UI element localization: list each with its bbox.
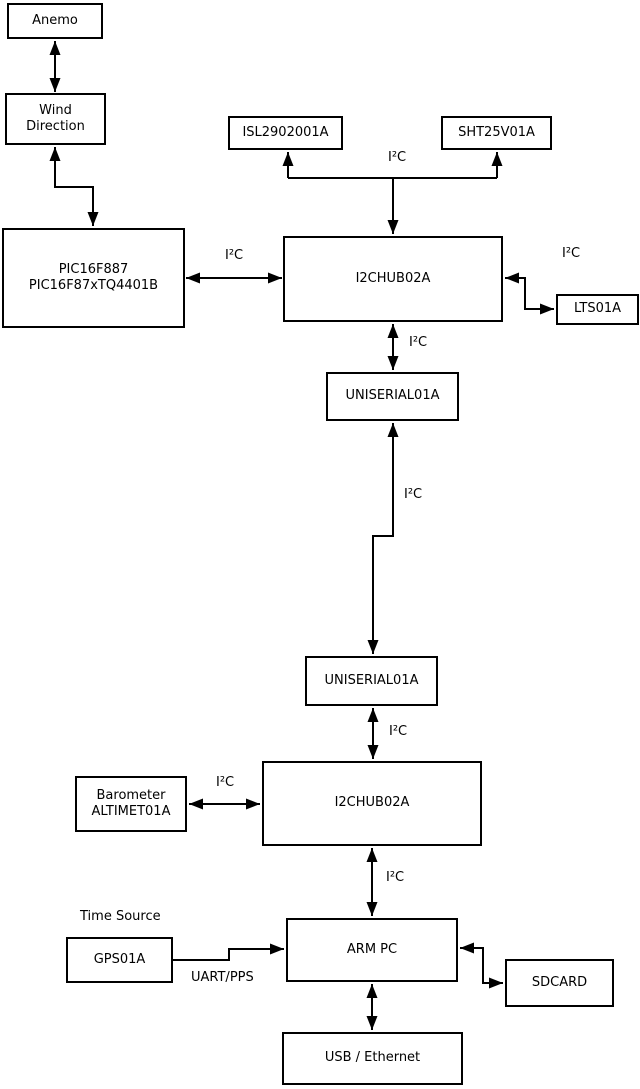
node-uniserial-lower-label: UNISERIAL01A — [324, 672, 419, 688]
node-pic-line1: PIC16F887 — [58, 261, 129, 277]
label-uart-pps: UART/PPS — [191, 970, 254, 985]
node-uniserial-upper: UNISERIAL01A — [326, 372, 459, 421]
label-i2c-lts: I²C — [562, 246, 581, 261]
node-uniserial-upper-label: UNISERIAL01A — [345, 388, 440, 404]
node-pic-line2: PIC16F87xTQ4401B — [28, 278, 159, 293]
node-gps01a: GPS01A — [66, 937, 173, 983]
node-wind-direction-line1: Wind — [39, 102, 72, 118]
label-i2c-barometer: I²C — [216, 775, 235, 790]
node-wind-direction-line2: Direction — [26, 119, 85, 134]
node-anemo-label: Anemo — [32, 12, 78, 28]
node-barometer-line2: ALTIMET01A — [91, 804, 171, 819]
node-wind-direction: Wind Direction — [5, 93, 106, 145]
node-sht25v01a: SHT25V01A — [441, 116, 552, 150]
label-i2c-pic-hub: I²C — [225, 248, 244, 263]
label-time-source: Time Source — [80, 909, 161, 924]
node-isl2902001a: ISL2902001A — [228, 116, 343, 150]
edge-winddir-pic — [49, 147, 99, 226]
node-i2chub-top: I2CHUB02A — [283, 236, 503, 322]
node-lts01a: LTS01A — [556, 294, 639, 325]
node-i2chub-bottom: I2CHUB02A — [262, 761, 482, 846]
node-anemo: Anemo — [7, 3, 103, 39]
node-barometer-line1: Barometer — [96, 787, 166, 803]
edge-hub-lts — [505, 272, 554, 315]
label-i2c-uniserial-hub2: I²C — [389, 724, 408, 739]
label-i2c-hub-uniserial: I²C — [409, 335, 428, 350]
node-uniserial-lower: UNISERIAL01A — [305, 656, 438, 706]
node-sht25v01a-label: SHT25V01A — [458, 124, 535, 140]
node-arm-pc: ARM PC — [286, 918, 458, 982]
edge-uniserial-uniserial — [367, 423, 399, 654]
node-gps01a-label: GPS01A — [93, 951, 146, 967]
node-pic: PIC16F887 PIC16F87xTQ4401B — [2, 228, 185, 328]
edge-armpc-sdcard — [460, 942, 503, 989]
node-sdcard-label: SDCARD — [531, 974, 588, 990]
node-i2chub-top-label: I2CHUB02A — [355, 270, 431, 286]
node-i2chub-bottom-label: I2CHUB02A — [334, 795, 410, 811]
node-isl2902001a-label: ISL2902001A — [242, 124, 329, 140]
label-i2c-hub2-armpc: I²C — [386, 870, 405, 885]
node-usb-ethernet-label: USB / Ethernet — [324, 1050, 421, 1066]
label-i2c-uniserial-link: I²C — [404, 487, 423, 502]
edge-gps-armpc — [173, 943, 284, 961]
node-lts01a-label: LTS01A — [573, 301, 622, 317]
node-usb-ethernet: USB / Ethernet — [282, 1032, 463, 1085]
node-arm-pc-label: ARM PC — [346, 941, 398, 957]
node-sdcard: SDCARD — [505, 959, 614, 1007]
label-i2c-sensor-bus: I²C — [388, 150, 407, 165]
node-barometer: Barometer ALTIMET01A — [75, 776, 187, 832]
